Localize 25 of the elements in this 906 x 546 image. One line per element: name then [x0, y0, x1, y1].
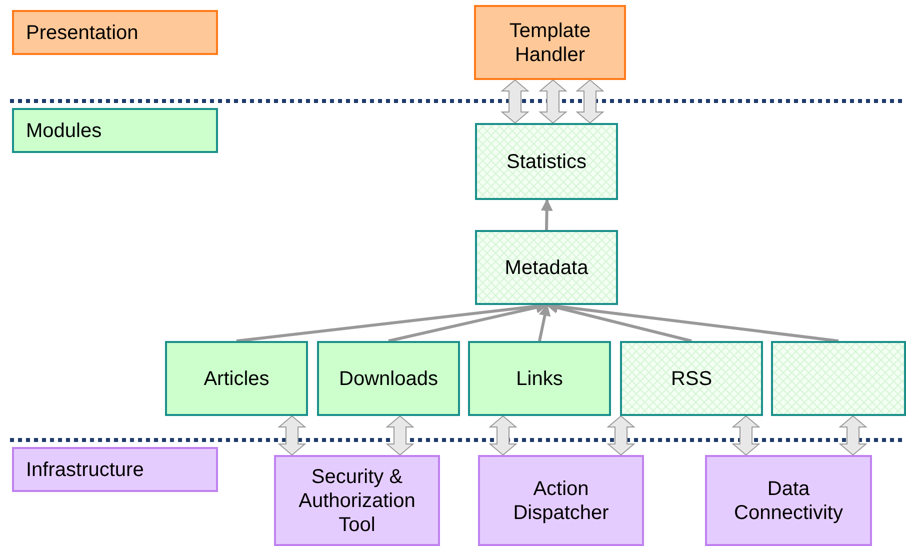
arrow	[538, 304, 551, 342]
component-box: Metadata	[475, 230, 618, 305]
component-box: Articles	[165, 341, 308, 416]
double-block-arrow	[386, 415, 414, 456]
component-box: Downloads	[317, 341, 460, 416]
component-box: Security & Authorization Tool	[274, 455, 440, 546]
layer-label-box: Infrastructure	[12, 447, 218, 492]
double-block-arrow	[838, 415, 868, 456]
component-box: Statistics	[475, 123, 618, 200]
double-block-arrow	[538, 79, 568, 124]
layer-label-box: Modules	[12, 108, 218, 153]
double-block-arrow	[606, 415, 636, 456]
component-box	[771, 341, 906, 416]
layer-label-box: Presentation	[12, 10, 218, 55]
component-box: Links	[468, 341, 611, 416]
double-block-arrow	[278, 415, 306, 456]
component-box: RSS	[620, 341, 763, 416]
double-block-arrow	[488, 415, 518, 456]
double-block-arrow	[732, 415, 760, 456]
component-box: Data Connectivity	[705, 455, 872, 546]
arrow	[540, 198, 553, 230]
component-box: Template Handler	[474, 5, 626, 80]
double-block-arrow	[500, 79, 530, 124]
double-block-arrow	[576, 79, 604, 124]
component-box: Action Dispatcher	[478, 455, 644, 546]
